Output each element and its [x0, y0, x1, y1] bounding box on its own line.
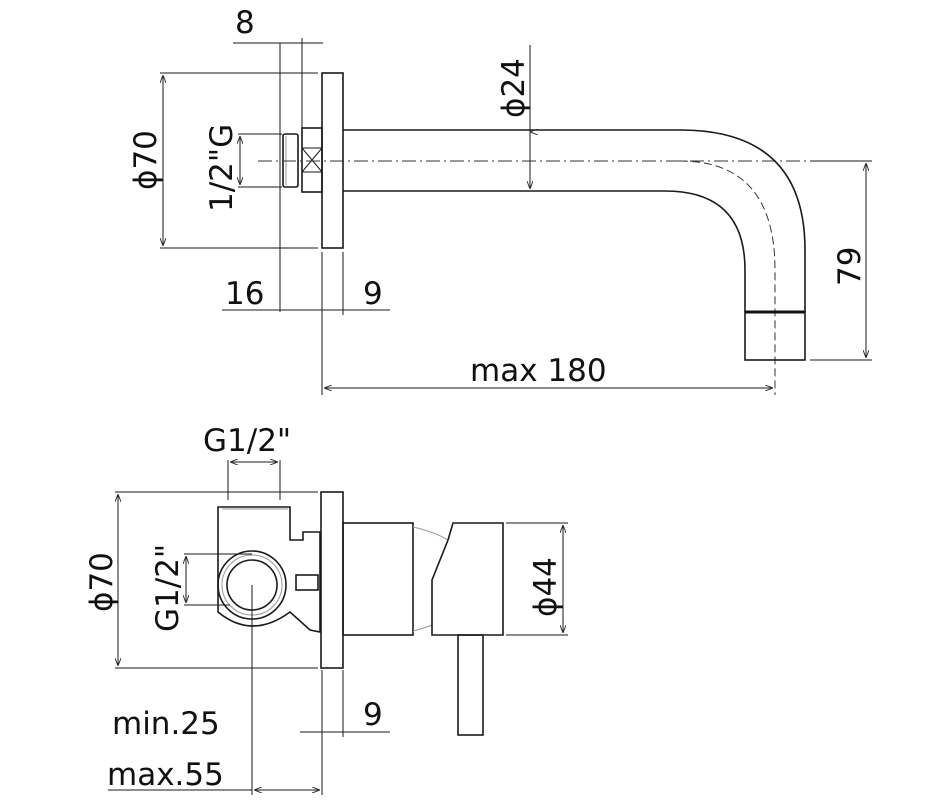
pin: [295, 574, 319, 591]
dim-16-label: 16: [225, 276, 264, 312]
lever: [457, 634, 484, 736]
spout-outer: [343, 129, 806, 312]
top-view: 8 ϕ70 1/2"G ϕ24 79 16 9 max: [128, 5, 872, 395]
bottom-view: G1/2" ϕ70 G1/2" ϕ44 9 min.25 max.55: [84, 423, 568, 795]
spout-inner: [343, 190, 746, 312]
dim-max180-label: max 180: [470, 353, 607, 389]
dim-max55-label: max.55: [107, 757, 224, 793]
valve-body: [217, 506, 321, 633]
dim-g12-side-label: G1/2": [150, 544, 186, 632]
dim-d24-label: ϕ24: [496, 58, 532, 118]
dim-thread-label: 1/2"G: [204, 124, 240, 212]
dim-8-label: 8: [235, 5, 255, 41]
dim-9-label: 9: [363, 276, 383, 312]
dim-g12-top-label: G1/2": [203, 423, 291, 459]
dim-min25-label: min.25: [112, 706, 220, 742]
hex-key-icon: [301, 147, 323, 173]
dim-d70-label: ϕ70: [128, 130, 164, 190]
wall-plate-2: [320, 491, 344, 669]
dim-d44-label: ϕ44: [528, 557, 564, 617]
handle-body: [431, 522, 504, 636]
dim-d70-label-2: ϕ70: [84, 552, 120, 612]
dim-9-label-2: 9: [363, 697, 383, 733]
dim-79-label: 79: [832, 247, 868, 286]
valve-cartridge: [342, 522, 414, 636]
